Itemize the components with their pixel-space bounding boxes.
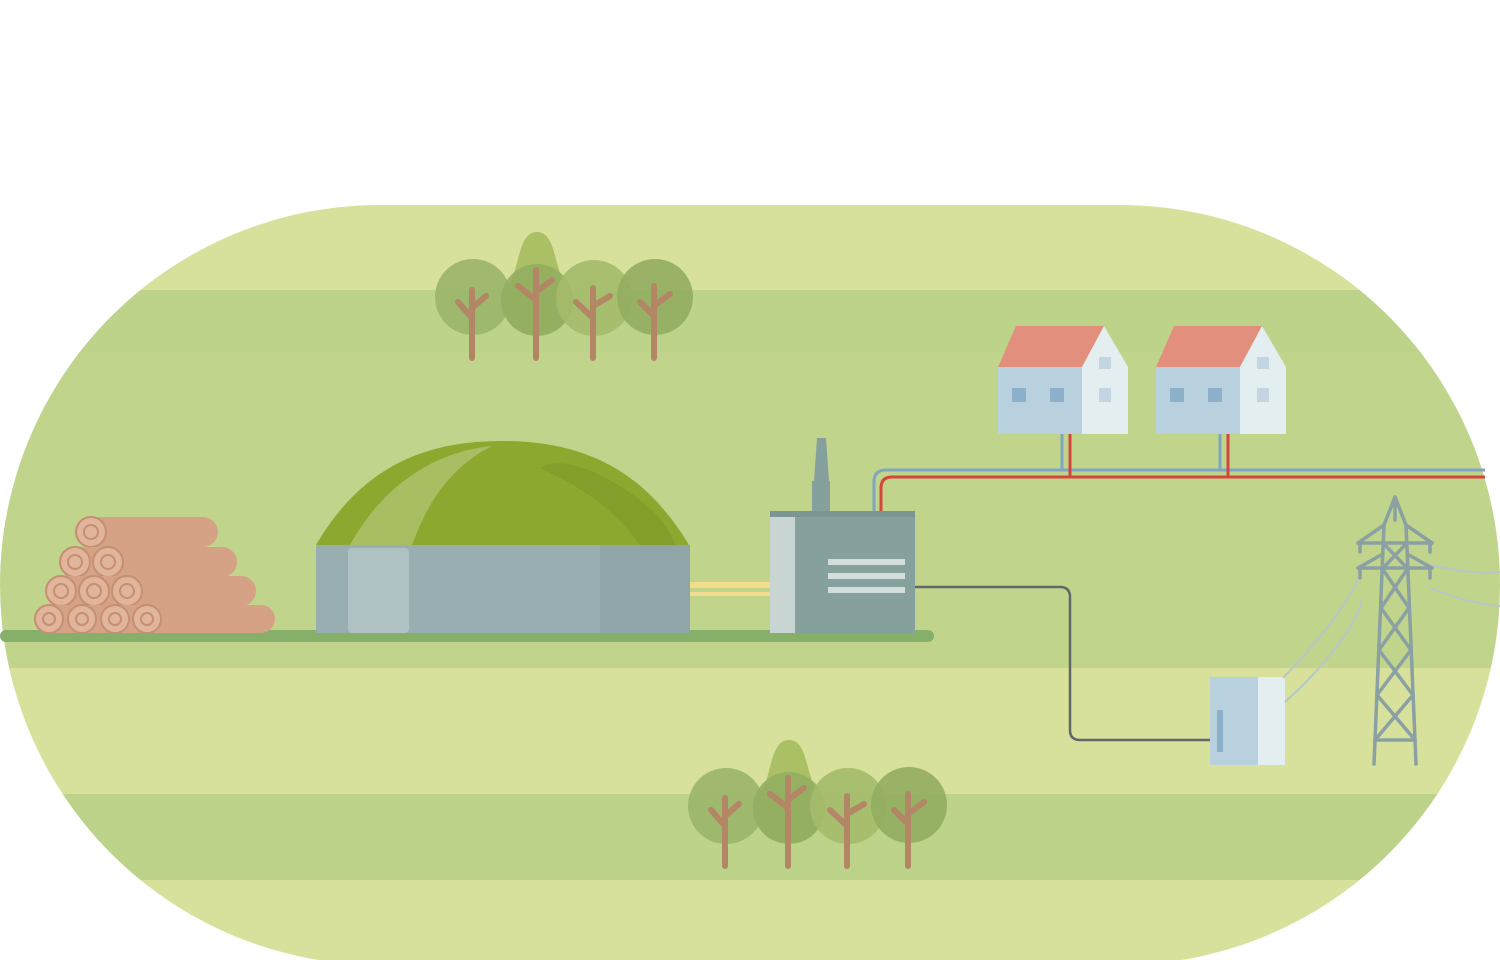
log-row-4: [75, 516, 218, 548]
log-row-3: [59, 546, 237, 578]
tree-group-top: [435, 232, 693, 361]
biogas-digester-icon: [316, 441, 690, 633]
overhead-lines: [1282, 564, 1500, 703]
tree-icon: [753, 740, 825, 869]
house-icon: [998, 326, 1128, 434]
tree-icon: [810, 768, 886, 869]
tree-icon: [435, 259, 511, 361]
log-pile-icon: [34, 516, 275, 634]
log-row-1: [34, 604, 275, 634]
power-cable: [915, 585, 1212, 742]
tree-icon: [501, 232, 573, 361]
power-pylon-icon: [1356, 495, 1434, 766]
tree-icon: [617, 259, 693, 361]
heat-network-pipes: [872, 432, 1485, 512]
tree-group-bottom: [688, 740, 947, 869]
tree-icon: [871, 767, 947, 869]
chp-plant-icon: [770, 438, 915, 633]
transformer-station-icon: [1210, 677, 1285, 765]
tree-icon: [688, 768, 764, 869]
gas-pipe: [690, 582, 772, 596]
house-icon: [1156, 326, 1286, 434]
log-row-2: [45, 575, 256, 607]
tree-icon: [556, 260, 632, 361]
